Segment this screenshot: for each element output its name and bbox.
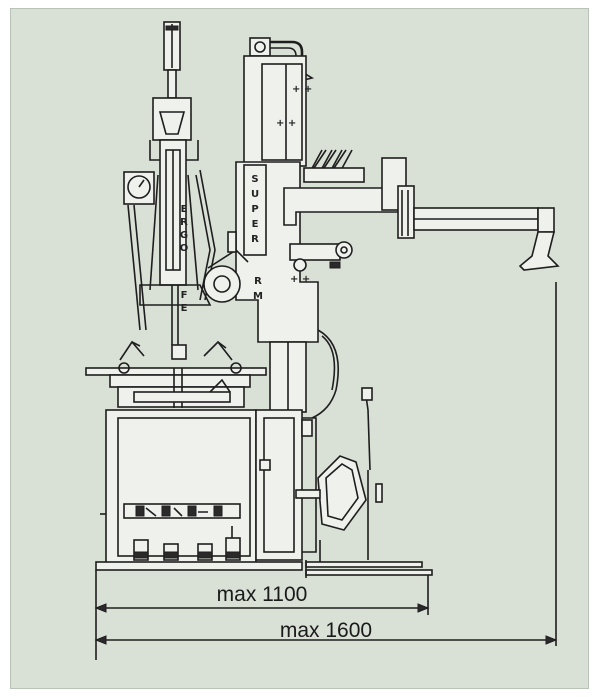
bead-breaker xyxy=(295,387,433,578)
super-letter: E xyxy=(252,219,259,230)
dimension-label-1100: max 1100 xyxy=(217,583,308,606)
assist-column xyxy=(123,21,216,345)
ergo-letter: G xyxy=(180,230,188,241)
ergo-letter: R xyxy=(180,217,188,228)
rm-letter: M xyxy=(253,291,263,302)
turntable xyxy=(85,340,267,408)
dimension-label-1600: max 1600 xyxy=(280,619,372,642)
fe-letter: E xyxy=(181,303,188,314)
assist-column-label: E R G O F E xyxy=(180,204,189,314)
ergo-letter: E xyxy=(181,204,188,215)
head-roller xyxy=(203,231,249,303)
dimension-lines xyxy=(94,282,558,660)
super-letter: U xyxy=(251,189,259,200)
rm-letter: R xyxy=(254,276,262,287)
pedals xyxy=(133,526,241,561)
super-letter: S xyxy=(251,174,258,185)
head-clamp: + + xyxy=(289,241,353,285)
ergo-letter: O xyxy=(180,243,189,254)
swing-arm xyxy=(283,149,560,271)
super-letter: R xyxy=(251,234,259,245)
head-label-top: S U P E R xyxy=(251,174,259,245)
fe-letter: F xyxy=(181,290,188,301)
post-mark: + + xyxy=(276,118,296,129)
head-label-bottom: R M xyxy=(253,276,263,302)
head-mark: + + xyxy=(290,274,310,285)
post-mark: + + xyxy=(292,84,312,95)
base-cabinet xyxy=(95,409,317,571)
super-letter: P xyxy=(251,204,258,215)
